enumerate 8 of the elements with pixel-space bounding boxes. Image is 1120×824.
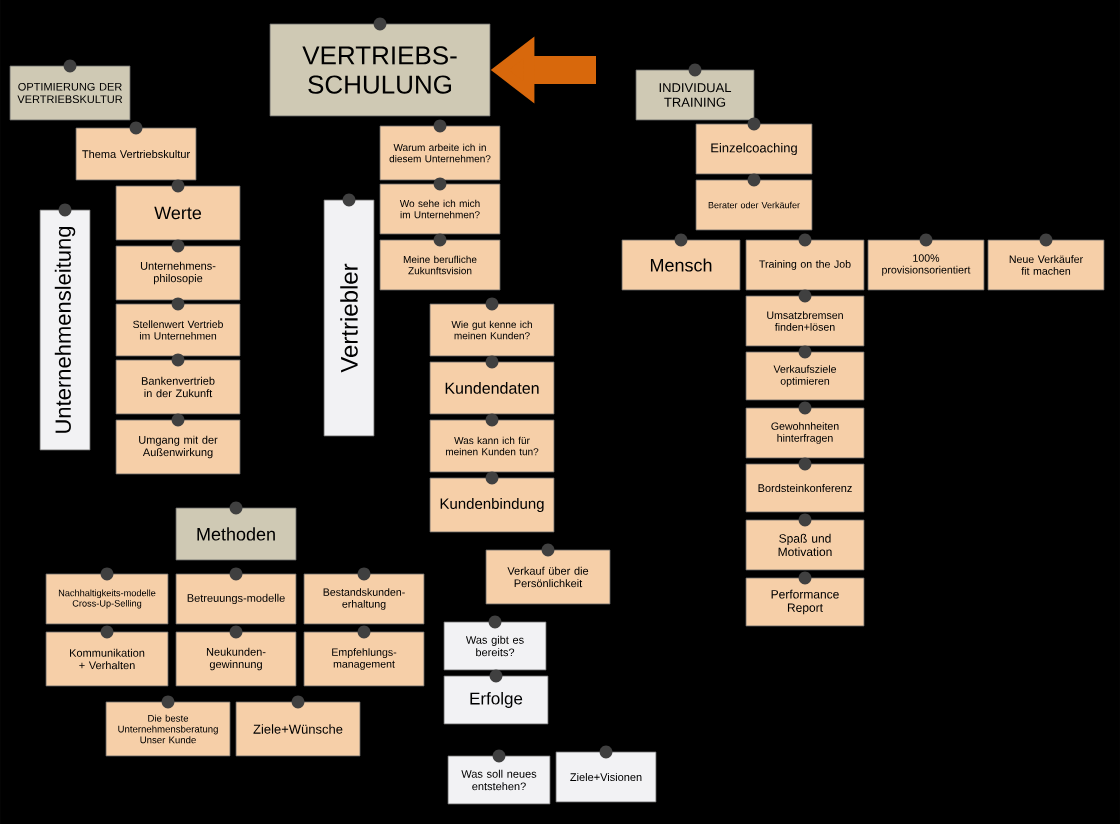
note-card: Erfolge	[443, 675, 549, 725]
note-card: Mensch	[621, 239, 741, 291]
note-card: Werte	[115, 185, 241, 241]
vertical-card: Unternehmensleitung	[39, 209, 91, 451]
heading-card: Methoden	[175, 507, 297, 561]
vertical-card: Vertriebler	[323, 199, 375, 437]
heading-card: VERTRIEBS-SCHULUNG	[269, 23, 491, 117]
note-card: Kundendaten	[429, 361, 555, 415]
